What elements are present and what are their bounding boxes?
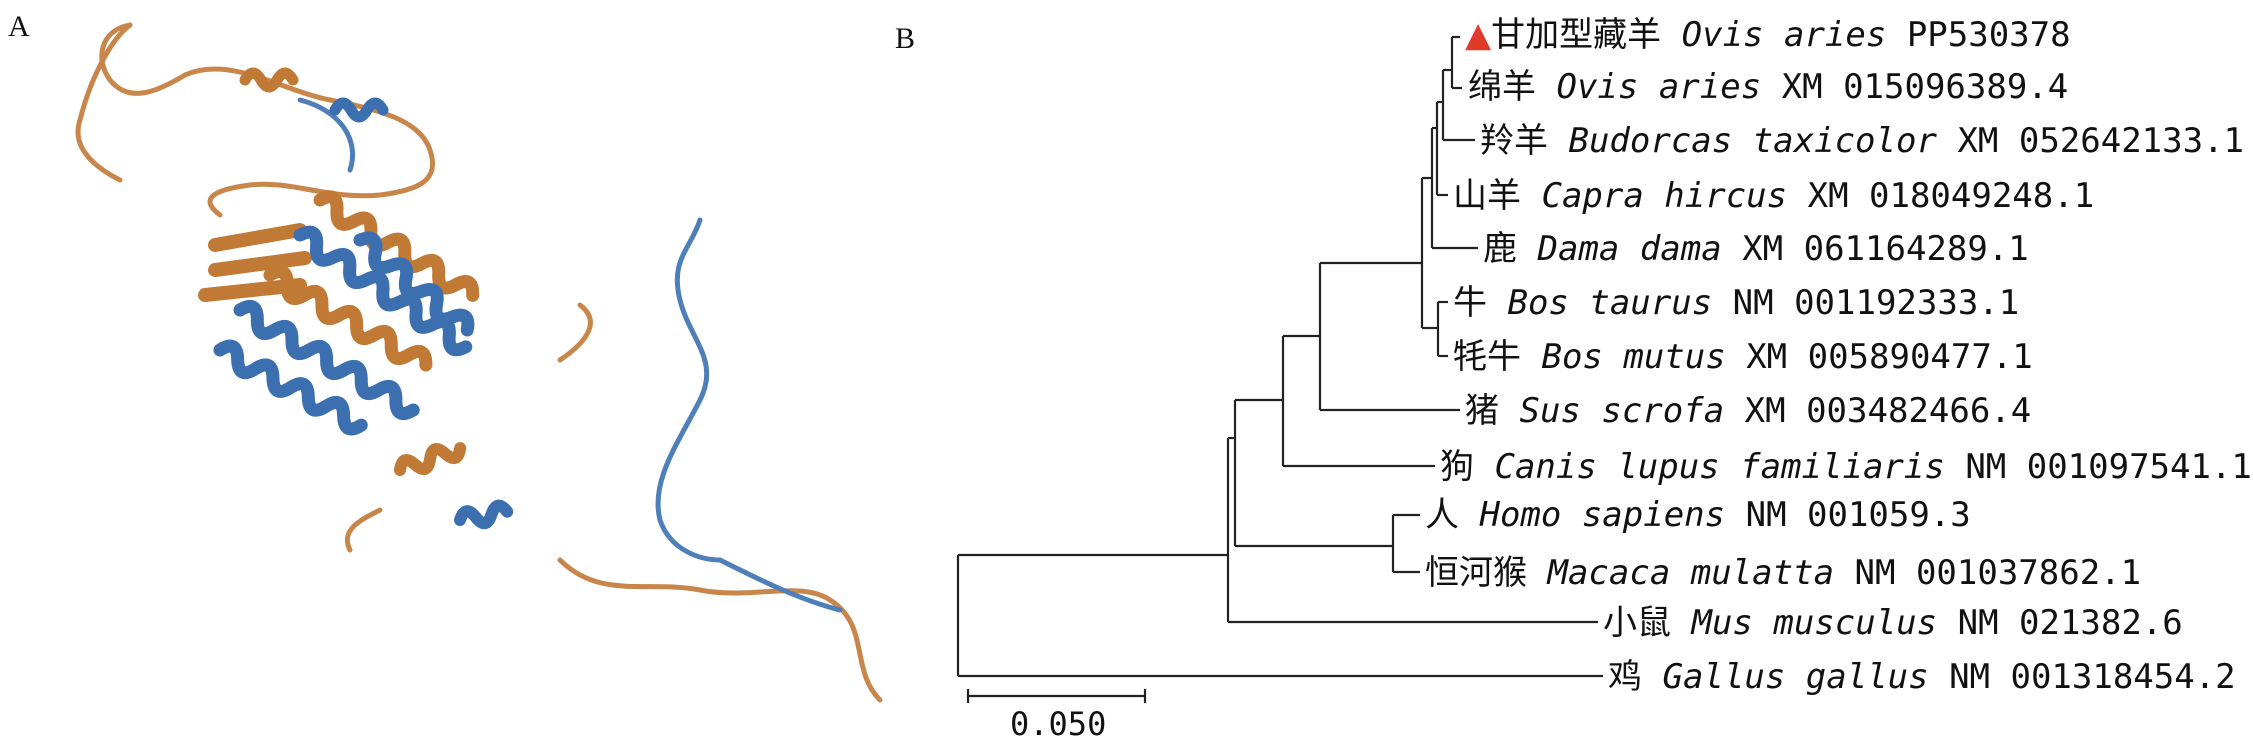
helix-bundle-6 bbox=[353, 231, 475, 337]
coil-right-long bbox=[655, 217, 723, 563]
coil-tail bbox=[557, 557, 883, 703]
coil-left-bottom bbox=[344, 507, 383, 553]
taxon-common-name: 甘加型藏羊 bbox=[1491, 15, 1661, 55]
taxon-accession: XM 005890477.1 bbox=[1746, 337, 2033, 377]
taxon-common-name: 鸡 bbox=[1608, 657, 1642, 697]
helix-bundle-3 bbox=[263, 264, 433, 372]
taxon-common-name: 猪 bbox=[1465, 391, 1499, 431]
taxon-scientific-name: Sus scrofa bbox=[1519, 391, 1724, 431]
helix-bundle-1 bbox=[313, 190, 480, 302]
taxon-common-name: 绵羊 bbox=[1468, 67, 1536, 107]
taxon-label: 羚羊 Budorcas taxicolor XM 052642133.1 bbox=[1480, 121, 2244, 161]
taxon-scientific-name: Budorcas taxicolor bbox=[1568, 121, 1937, 161]
taxon-common-name: 牦牛 bbox=[1453, 337, 1521, 377]
taxon-common-name: 小鼠 bbox=[1603, 603, 1671, 643]
taxon-label: 鹿 Dama dama XM 061164289.1 bbox=[1483, 229, 2029, 269]
taxon-accession: NM 001192333.1 bbox=[1733, 283, 2020, 323]
tree-branches bbox=[956, 35, 1603, 703]
scale-bar-label: 0.050 bbox=[1010, 705, 1106, 741]
taxon-common-name: 山羊 bbox=[1453, 176, 1521, 216]
taxon-scientific-name: Bos taurus bbox=[1507, 283, 1712, 323]
taxon-scientific-name: Capra hircus bbox=[1541, 176, 1787, 216]
taxon-common-name: 恒河猴 bbox=[1425, 553, 1527, 593]
taxon-common-name: 鹿 bbox=[1483, 229, 1517, 269]
taxon-accession: XM 015096389.4 bbox=[1782, 67, 2069, 107]
taxon-common-name: 羚羊 bbox=[1480, 121, 1548, 161]
taxon-accession: XM 018049248.1 bbox=[1808, 176, 2095, 216]
taxon-label: 牦牛 Bos mutus XM 005890477.1 bbox=[1453, 337, 2033, 377]
helix-top-1 bbox=[239, 67, 299, 93]
taxon-common-name: 牛 bbox=[1453, 283, 1487, 323]
helix-lower-2 bbox=[454, 499, 514, 530]
helix-bundle-5 bbox=[213, 339, 368, 436]
protein-structure-image bbox=[75, 22, 883, 703]
taxon-scientific-name: Canis lupus familiaris bbox=[1494, 447, 1944, 487]
taxon-common-name: 狗 bbox=[1440, 447, 1474, 487]
coil-loop-left bbox=[75, 22, 133, 183]
taxon-label: 牛 Bos taurus NM 001192333.1 bbox=[1453, 283, 2019, 323]
beta-strand-2 bbox=[208, 251, 312, 277]
helix-bundle-4 bbox=[233, 299, 420, 421]
coil-tail-blue bbox=[717, 557, 843, 613]
taxon-label: 恒河猴 Macaca mulatta NM 001037862.1 bbox=[1425, 553, 2141, 593]
panel-label-a: A bbox=[8, 10, 30, 43]
query-marker-icon: ▲ bbox=[1465, 15, 1492, 55]
taxon-accession: PP530378 bbox=[1907, 15, 2071, 55]
taxon-accession: NM 001318454.2 bbox=[1949, 657, 2236, 697]
taxon-accession: XM 052642133.1 bbox=[1957, 121, 2244, 161]
taxon-scientific-name: Bos mutus bbox=[1541, 337, 1725, 377]
taxon-accession: XM 003482466.4 bbox=[1745, 391, 2032, 431]
taxon-scientific-name: Ovis aries bbox=[1556, 67, 1761, 107]
coil-right-1 bbox=[557, 302, 593, 363]
taxon-label: 人 Homo sapiens NM 001059.3 bbox=[1425, 495, 1971, 535]
taxon-accession: NM 001059.3 bbox=[1746, 495, 1971, 535]
taxon-label: 猪 Sus scrofa XM 003482466.4 bbox=[1465, 391, 2031, 431]
helix-lower-1 bbox=[394, 442, 467, 476]
coil-loop-blue bbox=[297, 97, 356, 173]
taxon-scientific-name: Dama dama bbox=[1536, 229, 1721, 269]
taxon-label: ▲甘加型藏羊 Ovis aries PP530378 bbox=[1465, 15, 2071, 55]
taxon-common-name: 人 bbox=[1425, 495, 1459, 535]
taxon-label: 鸡 Gallus gallus NM 001318454.2 bbox=[1608, 657, 2236, 697]
taxon-label: 绵羊 Ovis aries XM 015096389.4 bbox=[1468, 67, 2068, 107]
beta-strand-1 bbox=[208, 223, 307, 252]
taxon-accession: NM 001097541.1 bbox=[1965, 447, 2252, 487]
taxon-accession: NM 021382.6 bbox=[1958, 603, 2183, 643]
helix-top-2 bbox=[329, 97, 389, 123]
taxon-label: 小鼠 Mus musculus NM 021382.6 bbox=[1603, 603, 2183, 643]
taxon-scientific-name: Ovis aries bbox=[1682, 15, 1887, 55]
panel-label-b: B bbox=[895, 22, 916, 55]
taxon-scientific-name: Mus musculus bbox=[1690, 603, 1937, 643]
taxon-label: 山羊 Capra hircus XM 018049248.1 bbox=[1453, 176, 2094, 216]
taxon-labels: ▲甘加型藏羊 Ovis aries PP530378 绵羊 Ovis aries … bbox=[1425, 15, 2252, 697]
taxon-scientific-name: Homo sapiens bbox=[1478, 495, 1725, 535]
taxon-accession: NM 001037862.1 bbox=[1855, 553, 2142, 593]
taxon-accession: XM 061164289.1 bbox=[1742, 229, 2029, 269]
taxon-scientific-name: Macaca mulatta bbox=[1546, 553, 1834, 593]
taxon-scientific-name: Gallus gallus bbox=[1662, 657, 1928, 697]
taxon-label: 狗 Canis lupus familiaris NM 001097541.1 bbox=[1440, 447, 2252, 487]
